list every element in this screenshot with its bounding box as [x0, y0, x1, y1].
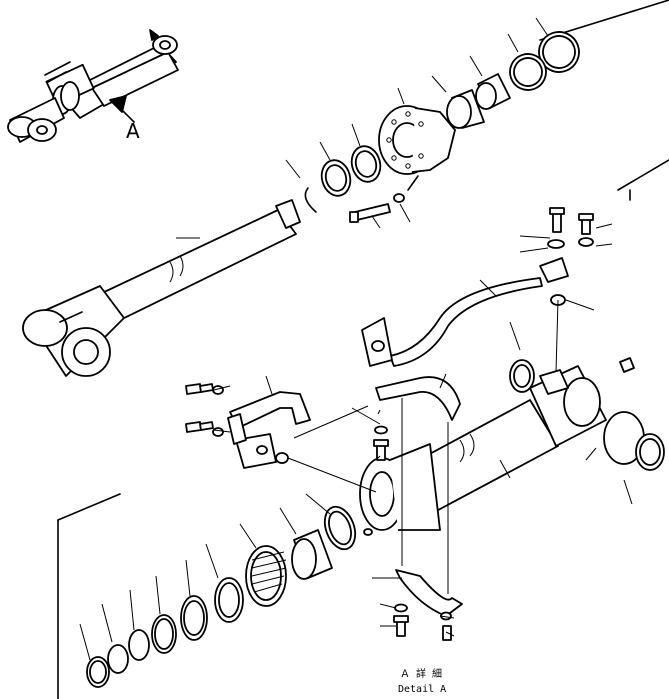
- head-bolt: [349, 193, 405, 223]
- piston-parts: [86, 505, 357, 688]
- pipe-clamp: [375, 376, 463, 617]
- hydraulic-pipe: [361, 257, 569, 367]
- view-marker-label: A: [126, 119, 140, 143]
- detail-caption-english: Detail A: [398, 684, 446, 695]
- rod-head-seals: [446, 31, 580, 129]
- detail-caption-japanese: Ａ 詳 細: [400, 667, 442, 680]
- assembled-cylinder-inset: [7, 29, 179, 143]
- leader-lines: [79, 17, 633, 661]
- tube-end-flange: [359, 443, 441, 536]
- head-rings: [304, 145, 382, 213]
- left-bolts: [185, 383, 224, 437]
- cylinder-head-flange: [378, 105, 456, 175]
- left-pipe: [227, 391, 311, 469]
- pipe-bolts: [547, 207, 594, 306]
- cylinder-tube: [384, 357, 665, 525]
- piston-rod: [22, 199, 301, 377]
